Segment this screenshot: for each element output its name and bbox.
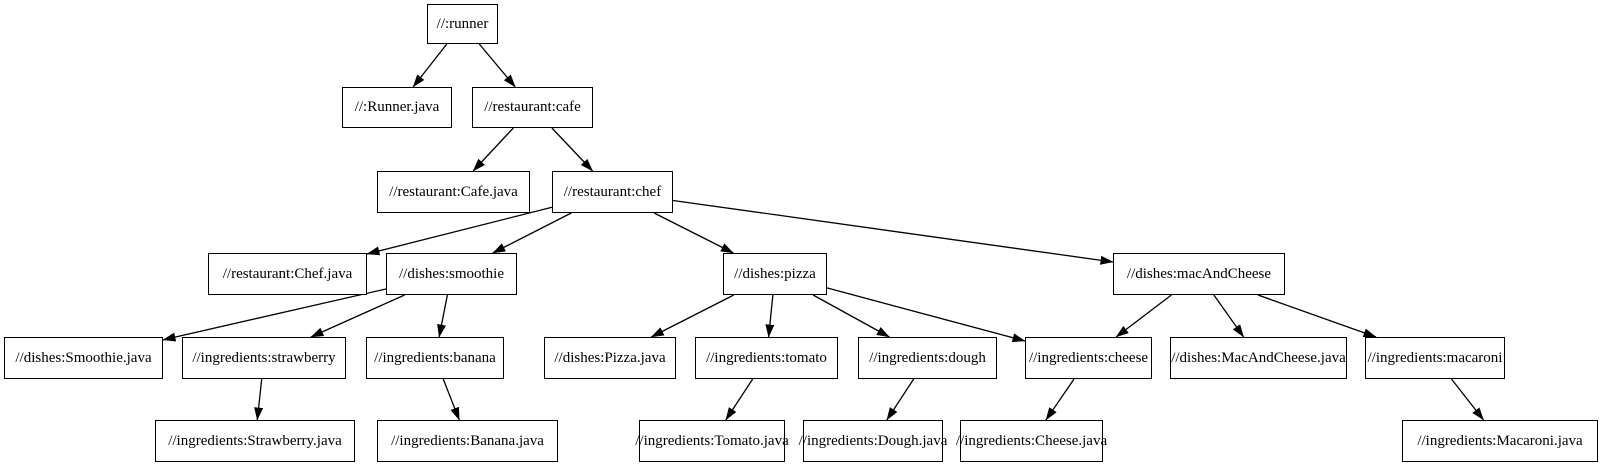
node-runner-java: //:Runner.java xyxy=(342,87,452,128)
node-smoothie: //dishes:smoothie xyxy=(386,253,517,295)
node-macaroni-java: //ingredients:Macaroni.java xyxy=(1402,420,1598,462)
edge-cafe-cafe-java xyxy=(472,127,514,172)
node-runner: //:runner xyxy=(427,4,498,44)
edge-pizza-cheese xyxy=(826,287,1026,343)
edge-cheese-cheese-java xyxy=(1045,378,1075,421)
node-chef: //restaurant:chef xyxy=(552,171,673,213)
edge-smoothie-strawberry xyxy=(310,294,405,338)
node-cheese: //ingredients:cheese xyxy=(1025,337,1152,379)
edge-dough-dough-java xyxy=(886,378,915,421)
node-macaroni: //ingredients:macaroni xyxy=(1365,337,1505,379)
node-tomato: //ingredients:tomato xyxy=(695,337,838,379)
node-cafe-java: //restaurant:Cafe.java xyxy=(377,171,530,213)
edge-runner-runner-java xyxy=(412,43,448,88)
edge-chef-pizza xyxy=(653,212,734,254)
edge-banana-banana-java xyxy=(442,378,460,421)
edge-chef-smoothie xyxy=(492,212,572,254)
edge-pizza-pizza-java xyxy=(650,294,735,338)
node-banana: //ingredients:banana xyxy=(366,337,504,379)
node-chef-java: //restaurant:Chef.java xyxy=(208,253,367,295)
edge-mac-and-cheese-mac-and-cheese-java xyxy=(1213,294,1245,338)
edge-runner-cafe xyxy=(478,43,516,88)
edge-pizza-dough xyxy=(812,294,890,338)
edge-smoothie-smoothie-java xyxy=(162,288,387,342)
edge-mac-and-cheese-macaroni xyxy=(1257,294,1377,338)
node-cafe: //restaurant:cafe xyxy=(472,87,593,128)
edge-pizza-tomato xyxy=(765,294,775,338)
node-pizza-java: //dishes:Pizza.java xyxy=(544,337,676,379)
edge-strawberry-strawberry-java xyxy=(254,378,264,421)
node-dough: //ingredients:dough xyxy=(858,337,997,379)
node-smoothie-java: //dishes:Smoothie.java xyxy=(4,337,163,379)
node-banana-java: //ingredients:Banana.java xyxy=(377,420,558,462)
edge-tomato-tomato-java xyxy=(725,378,754,421)
node-strawberry: //ingredients:strawberry xyxy=(182,337,346,379)
edge-macaroni-macaroni-java xyxy=(1450,378,1485,421)
edge-cafe-chef xyxy=(551,127,594,172)
node-dough-java: //ingredients:Dough.java xyxy=(799,420,947,462)
node-mac-and-cheese-java: //dishes:MacAndCheese.java xyxy=(1170,337,1347,379)
node-mac-and-cheese: //dishes:macAndCheese xyxy=(1113,253,1285,295)
node-strawberry-java: //ingredients:Strawberry.java xyxy=(155,420,355,462)
node-cheese-java: //ingredients:Cheese.java xyxy=(956,420,1107,462)
edge-chef-chef-java xyxy=(366,206,553,256)
node-tomato-java: //ingredients:Tomato.java xyxy=(635,420,789,462)
edge-smoothie-banana xyxy=(437,294,449,338)
edge-mac-and-cheese-cheese xyxy=(1115,294,1172,338)
node-pizza: //dishes:pizza xyxy=(723,253,827,295)
